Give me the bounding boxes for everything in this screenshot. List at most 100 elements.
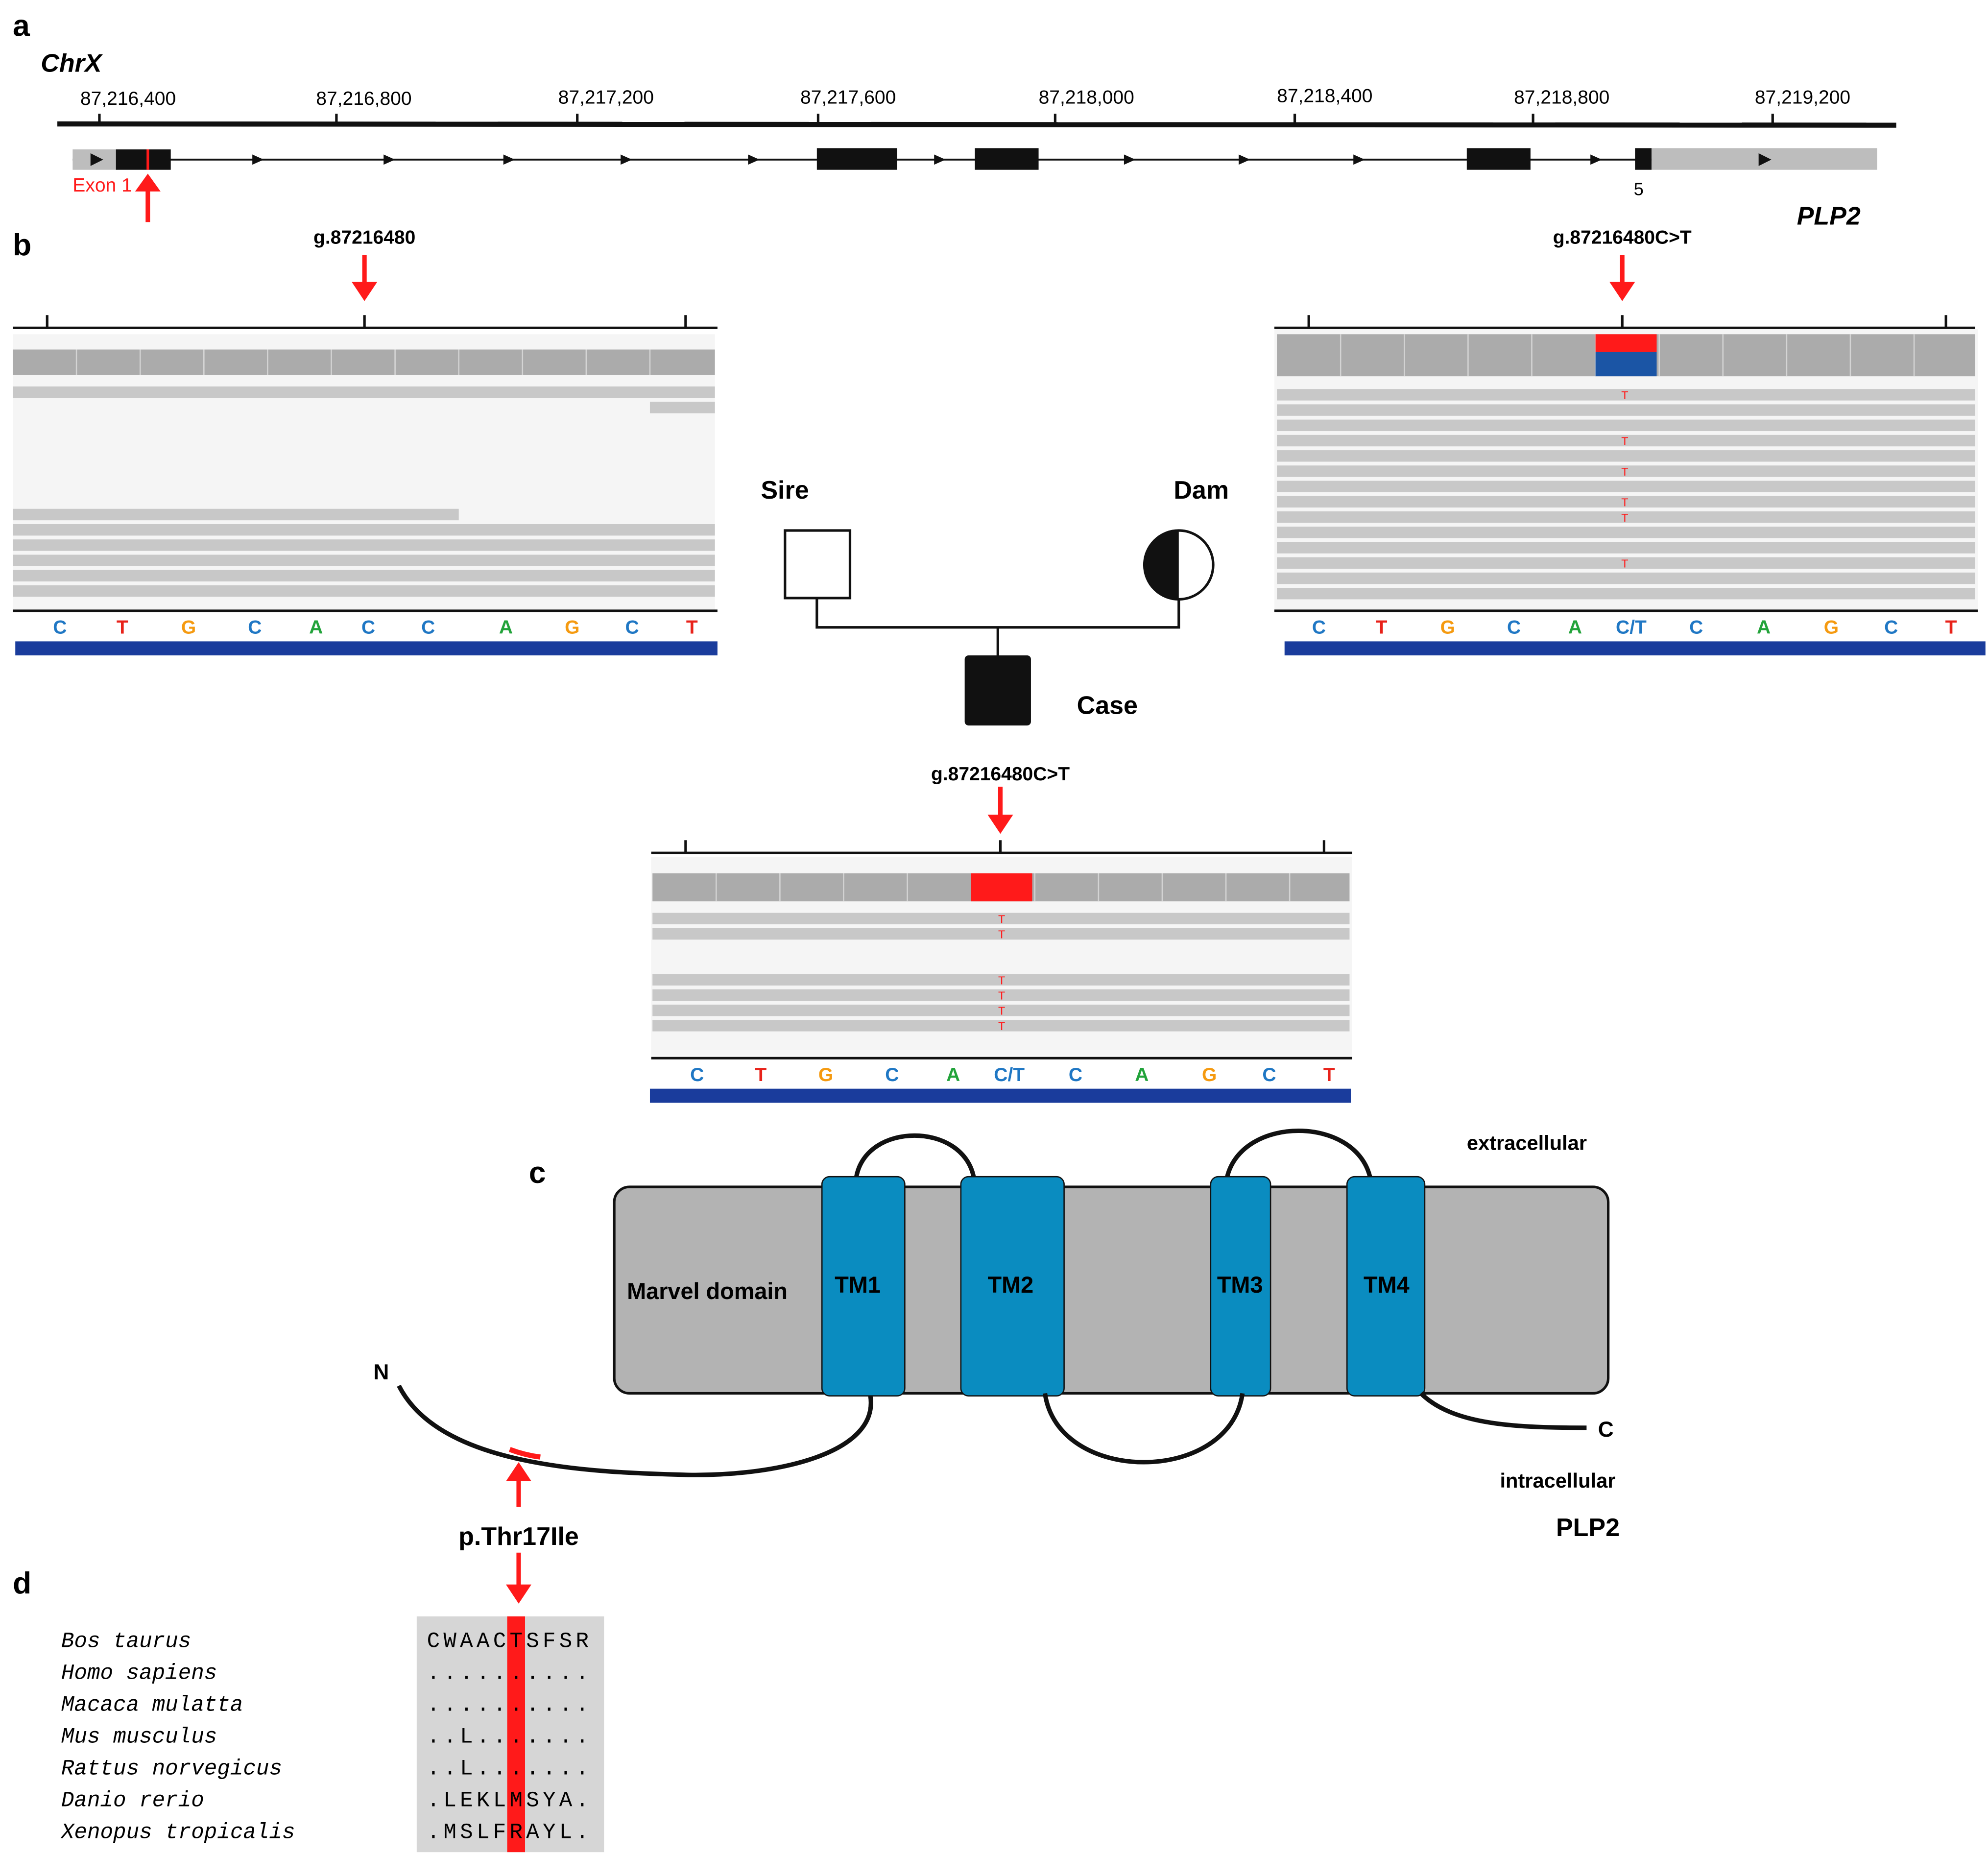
strand-arrow xyxy=(1353,154,1365,165)
c-terminus-label: C xyxy=(1598,1418,1614,1442)
alt-base: T xyxy=(1621,465,1628,478)
read xyxy=(652,1020,1350,1032)
panel-d: d Bos taurus Homo sapiens Macaca mulatta… xyxy=(13,1566,604,1853)
variant-down-arrow xyxy=(505,1552,532,1604)
read xyxy=(13,539,715,551)
variant-label: g.87216480C>T xyxy=(1553,227,1692,248)
base: G xyxy=(181,617,196,638)
read xyxy=(1277,434,1975,447)
c-terminal-tail xyxy=(1419,1392,1587,1430)
base: A xyxy=(309,617,323,638)
panel-c-label: c xyxy=(529,1156,546,1190)
exon-4 xyxy=(1466,148,1531,170)
gene-track xyxy=(649,1088,1351,1103)
igv-view-dam: g.87216480C>T xyxy=(1274,227,1986,655)
tick-label: 87,218,400 xyxy=(1277,86,1372,107)
reference-sequence: C T G C A C/T C A G C T xyxy=(690,1064,1335,1085)
reads-background xyxy=(13,334,715,610)
position-label: g.87216480 xyxy=(313,227,415,248)
variant-base: C/T xyxy=(994,1064,1025,1085)
tick-label: 87,217,200 xyxy=(558,87,654,108)
read xyxy=(652,989,1350,1001)
panel-a: a ChrX 87,216,400 87,216,800 87,217,200 … xyxy=(13,8,1896,231)
read xyxy=(1277,419,1975,432)
base: G xyxy=(818,1064,833,1085)
panel-b: b g.87216480 xyxy=(13,227,1986,1103)
base: C xyxy=(1312,617,1326,638)
marvel-domain-label: Marvel domain xyxy=(627,1278,788,1304)
coverage-alt-allele xyxy=(971,873,1032,902)
read xyxy=(13,524,715,536)
alt-base: T xyxy=(998,913,1005,925)
species-name: Macaca mulatta xyxy=(61,1693,243,1717)
variant-arrow xyxy=(1609,255,1635,301)
case-symbol xyxy=(964,655,1031,726)
base: C xyxy=(1069,1064,1082,1085)
base: T xyxy=(1376,617,1388,638)
n-terminal-tail xyxy=(397,1384,873,1477)
variant-up-arrow xyxy=(505,1462,532,1507)
tick-label: 87,218,000 xyxy=(1039,87,1134,108)
base: T xyxy=(117,617,128,638)
aligned-reads xyxy=(652,913,1350,1032)
sire-label: Sire xyxy=(761,476,809,505)
strand-arrow xyxy=(252,154,264,165)
base: G xyxy=(565,617,579,638)
panel-d-label: d xyxy=(13,1566,31,1600)
base: C xyxy=(1507,617,1521,638)
base: A xyxy=(1568,617,1582,638)
igv-view-sire: g.87216480 xyxy=(13,227,718,655)
gene-track xyxy=(15,641,718,655)
tick-label: 87,217,600 xyxy=(800,87,896,108)
base: C xyxy=(1689,617,1703,638)
base: C xyxy=(1262,1064,1276,1085)
base: C xyxy=(690,1064,704,1085)
exon-5 xyxy=(1635,148,1652,170)
tm3-label: TM3 xyxy=(1217,1272,1263,1298)
alt-calls: T T T T T T xyxy=(998,913,1005,1033)
read xyxy=(1277,404,1975,416)
read xyxy=(649,402,715,413)
read xyxy=(652,974,1350,986)
chromosome-axis xyxy=(57,121,1896,128)
base: A xyxy=(1757,617,1771,638)
exon5-label: 5 xyxy=(1634,179,1644,199)
base: C xyxy=(625,617,639,638)
gene-model xyxy=(72,148,1877,170)
read xyxy=(13,570,715,582)
strand-arrow xyxy=(503,154,515,165)
igv-view-case: g.87216480C>T xyxy=(649,764,1352,1103)
tm1-label: TM1 xyxy=(835,1272,881,1298)
species-name: Danio rerio xyxy=(61,1789,204,1813)
gene-name: PLP2 xyxy=(1797,202,1861,231)
reference-sequence: C T G C A C C A G C T xyxy=(53,617,698,638)
base: G xyxy=(1440,617,1455,638)
read xyxy=(1277,542,1975,554)
read xyxy=(1277,572,1975,584)
alt-base: T xyxy=(998,1020,1005,1033)
reference-sequence: C T G C A C/T C A G C T xyxy=(1312,617,1957,638)
species-names: Bos taurus Homo sapiens Macaca mulatta M… xyxy=(60,1629,295,1845)
base: T xyxy=(1945,617,1957,638)
panel-a-label: a xyxy=(13,8,30,43)
read xyxy=(1277,496,1975,508)
species-name: Rattus norvegicus xyxy=(61,1757,282,1781)
strand-arrow xyxy=(1590,154,1602,165)
conserved-column-highlight xyxy=(507,1616,525,1853)
protein-name: PLP2 xyxy=(1556,1514,1620,1542)
base: T xyxy=(686,617,698,638)
variant-label: g.87216480C>T xyxy=(931,764,1070,785)
coordinate-ticks: 87,216,400 87,216,800 87,217,200 87,217,… xyxy=(80,86,1850,125)
strand-arrow xyxy=(1124,154,1136,165)
coverage-ref-allele xyxy=(1595,352,1657,377)
tm1-helix xyxy=(821,1176,906,1397)
position-arrow xyxy=(352,255,378,301)
strand-arrow xyxy=(748,154,760,165)
coverage-dividers xyxy=(75,349,651,375)
intracellular-loop xyxy=(1043,1393,1245,1465)
tm2-helix xyxy=(960,1176,1065,1397)
case-label: Case xyxy=(1077,692,1138,720)
variant-site-segment xyxy=(508,1447,541,1460)
tick-label: 87,219,200 xyxy=(1755,87,1850,108)
pedigree: Sire Dam Case xyxy=(761,476,1229,726)
